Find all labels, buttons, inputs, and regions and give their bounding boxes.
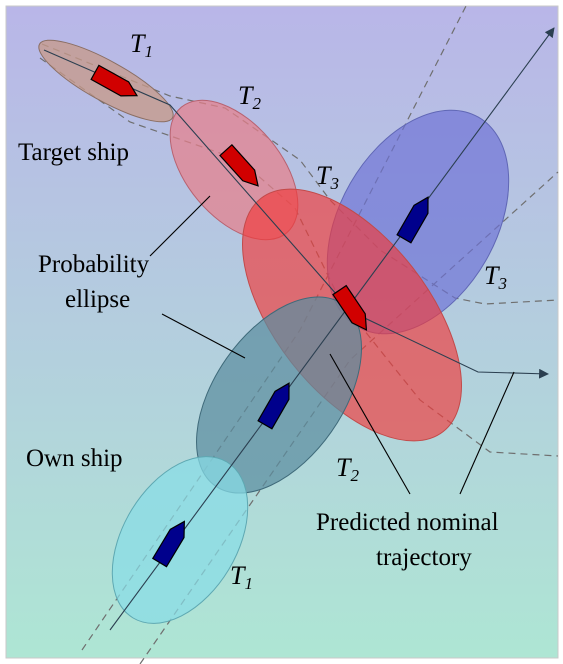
own-ship-label: Own ship — [26, 445, 123, 472]
probability-ellipse-leader-1 — [149, 195, 211, 257]
predicted-trajectory-label-line1: Predicted nominal — [316, 509, 499, 536]
own-ship-t3 — [396, 196, 429, 244]
target-time-label-t3: T3 — [316, 161, 339, 193]
target-time-label-t1: T1 — [130, 29, 153, 61]
target-corridor-bound-upper — [41, 43, 559, 305]
probability-ellipse-label-line1: Probability — [38, 251, 150, 278]
probability-ellipse-label-line2: ellipse — [65, 286, 130, 313]
probability-ellipse-leader-2 — [161, 313, 246, 359]
target-ship-t2 — [219, 143, 259, 187]
predicted-trajectory-leader-2 — [459, 371, 515, 495]
target-ship-t1 — [90, 64, 139, 97]
own-ship-t1 — [151, 520, 185, 568]
own-time-label-t1: T1 — [230, 561, 253, 593]
own-time-label-t3: T3 — [484, 261, 507, 293]
target-time-label-t2: T2 — [238, 81, 261, 113]
predicted-trajectory-label-line2: trajectory — [376, 544, 472, 571]
own-time-label-t2: T2 — [336, 453, 359, 485]
target-ship-t3 — [332, 284, 368, 331]
target-ship-label: Target ship — [18, 139, 129, 166]
own-ship-t2 — [257, 382, 290, 430]
predicted-trajectory-leader-1 — [329, 353, 411, 495]
